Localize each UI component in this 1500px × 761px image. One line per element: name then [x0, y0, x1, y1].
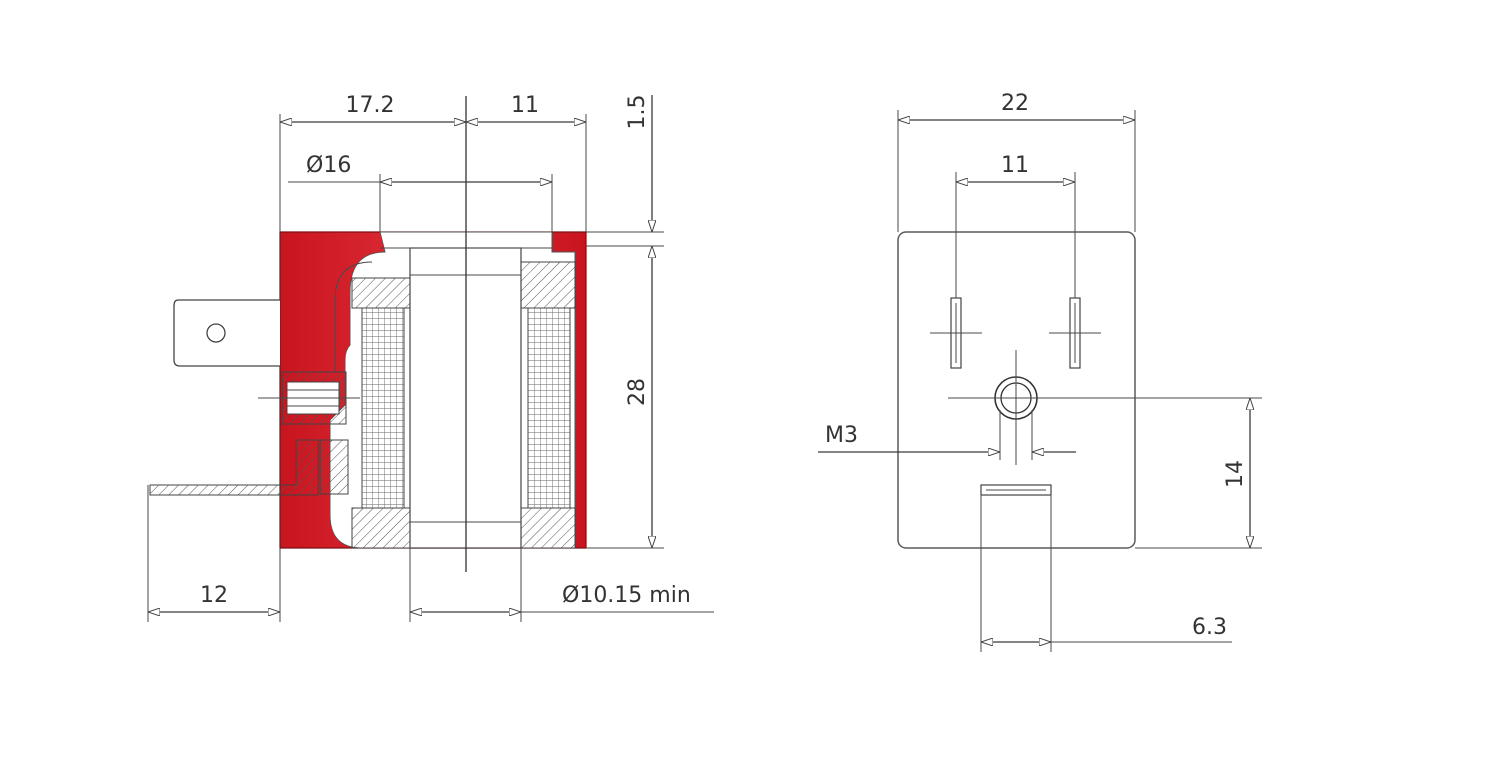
dim-14: 14 [1223, 460, 1248, 488]
face-dimensions: 22 11 M3 14 6.3 [818, 91, 1262, 652]
dim-11-face: 11 [1001, 153, 1029, 178]
dim-17-2: 17.2 [346, 93, 395, 118]
dim-11-top: 11 [511, 93, 539, 118]
dim-16: Ø16 [306, 153, 351, 178]
section-view [149, 96, 587, 572]
dim-m3: M3 [825, 423, 858, 448]
section-dimensions: 17.2 11 Ø16 1.5 28 12 Ø10.15 min [147, 93, 714, 622]
dim-12: 12 [200, 583, 228, 608]
dim-6-3: 6.3 [1192, 615, 1227, 640]
dim-1-5: 1.5 [625, 95, 650, 130]
bobbin-right-flange [520, 261, 576, 309]
face-view [897, 231, 1136, 549]
winding-right [527, 307, 571, 509]
terminal-tab [173, 299, 280, 367]
dim-28: 28 [625, 378, 650, 406]
dim-10-15: Ø10.15 min [562, 583, 691, 608]
dim-22: 22 [1001, 91, 1029, 116]
earth-strip [149, 439, 319, 496]
winding-left [361, 307, 405, 509]
bobbin-left-flange [351, 277, 411, 309]
